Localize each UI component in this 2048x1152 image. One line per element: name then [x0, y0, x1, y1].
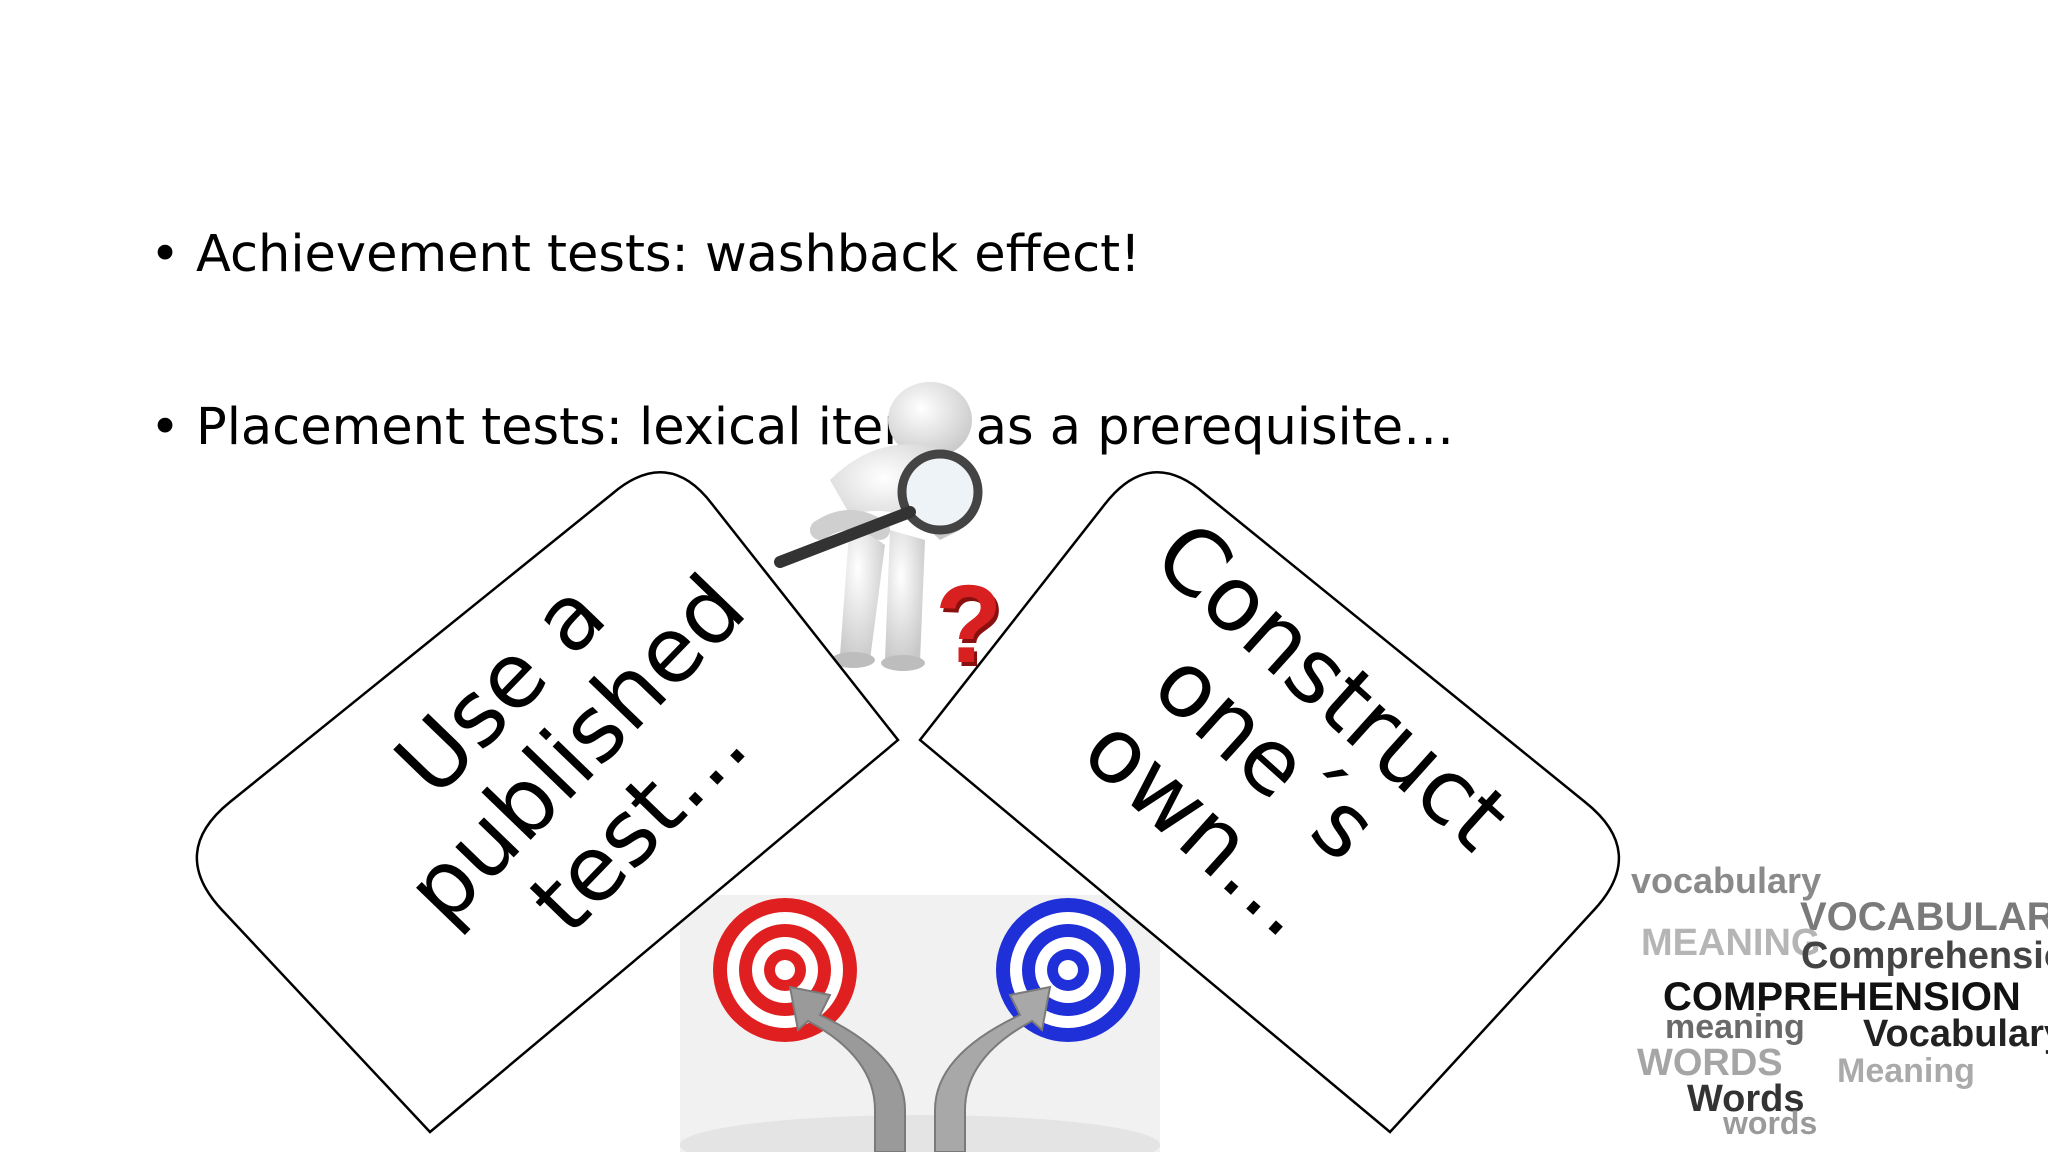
bullet-item: • Placement tests: lexical items as a pre… — [150, 398, 1454, 458]
bullet-marker: • — [150, 225, 181, 284]
word-cloud-item: COMPREHENSION — [1663, 975, 2021, 1019]
word-cloud-item: WORDS — [1637, 1042, 1783, 1084]
left-card-shape — [195, 471, 900, 1134]
word-cloud-item: words — [1723, 1105, 1818, 1141]
word-cloud-item: meaning — [1665, 1008, 1805, 1046]
magnifying-person-illustration — [774, 382, 983, 671]
word-cloud-item: vocabulary — [1631, 860, 1822, 901]
right-card-shape — [918, 471, 1620, 1134]
word-cloud-item: Vocabulary — [1863, 1013, 2048, 1055]
bullet-text-achievement: Achievement tests: washback effect! — [196, 225, 1141, 284]
word-cloud-item: Comprehension — [1801, 935, 2048, 977]
word-cloud-item: Meaning — [1837, 1052, 1975, 1090]
split-arrow-targets-illustration — [680, 895, 1160, 1152]
bullet-text-placement: Placement tests: lexical items as a prer… — [196, 398, 1455, 457]
word-cloud-item: Words — [1687, 1078, 1805, 1120]
word-cloud-item: VOCABULARY — [1800, 895, 2048, 939]
bullet-marker: • — [150, 398, 181, 457]
bullet-item: • Achievement tests: washback effect! — [150, 225, 1141, 285]
word-cloud: vocabulary VOCABULARY MEANING Comprehens… — [1625, 850, 2048, 1152]
word-cloud-item: MEANING — [1641, 922, 1821, 964]
